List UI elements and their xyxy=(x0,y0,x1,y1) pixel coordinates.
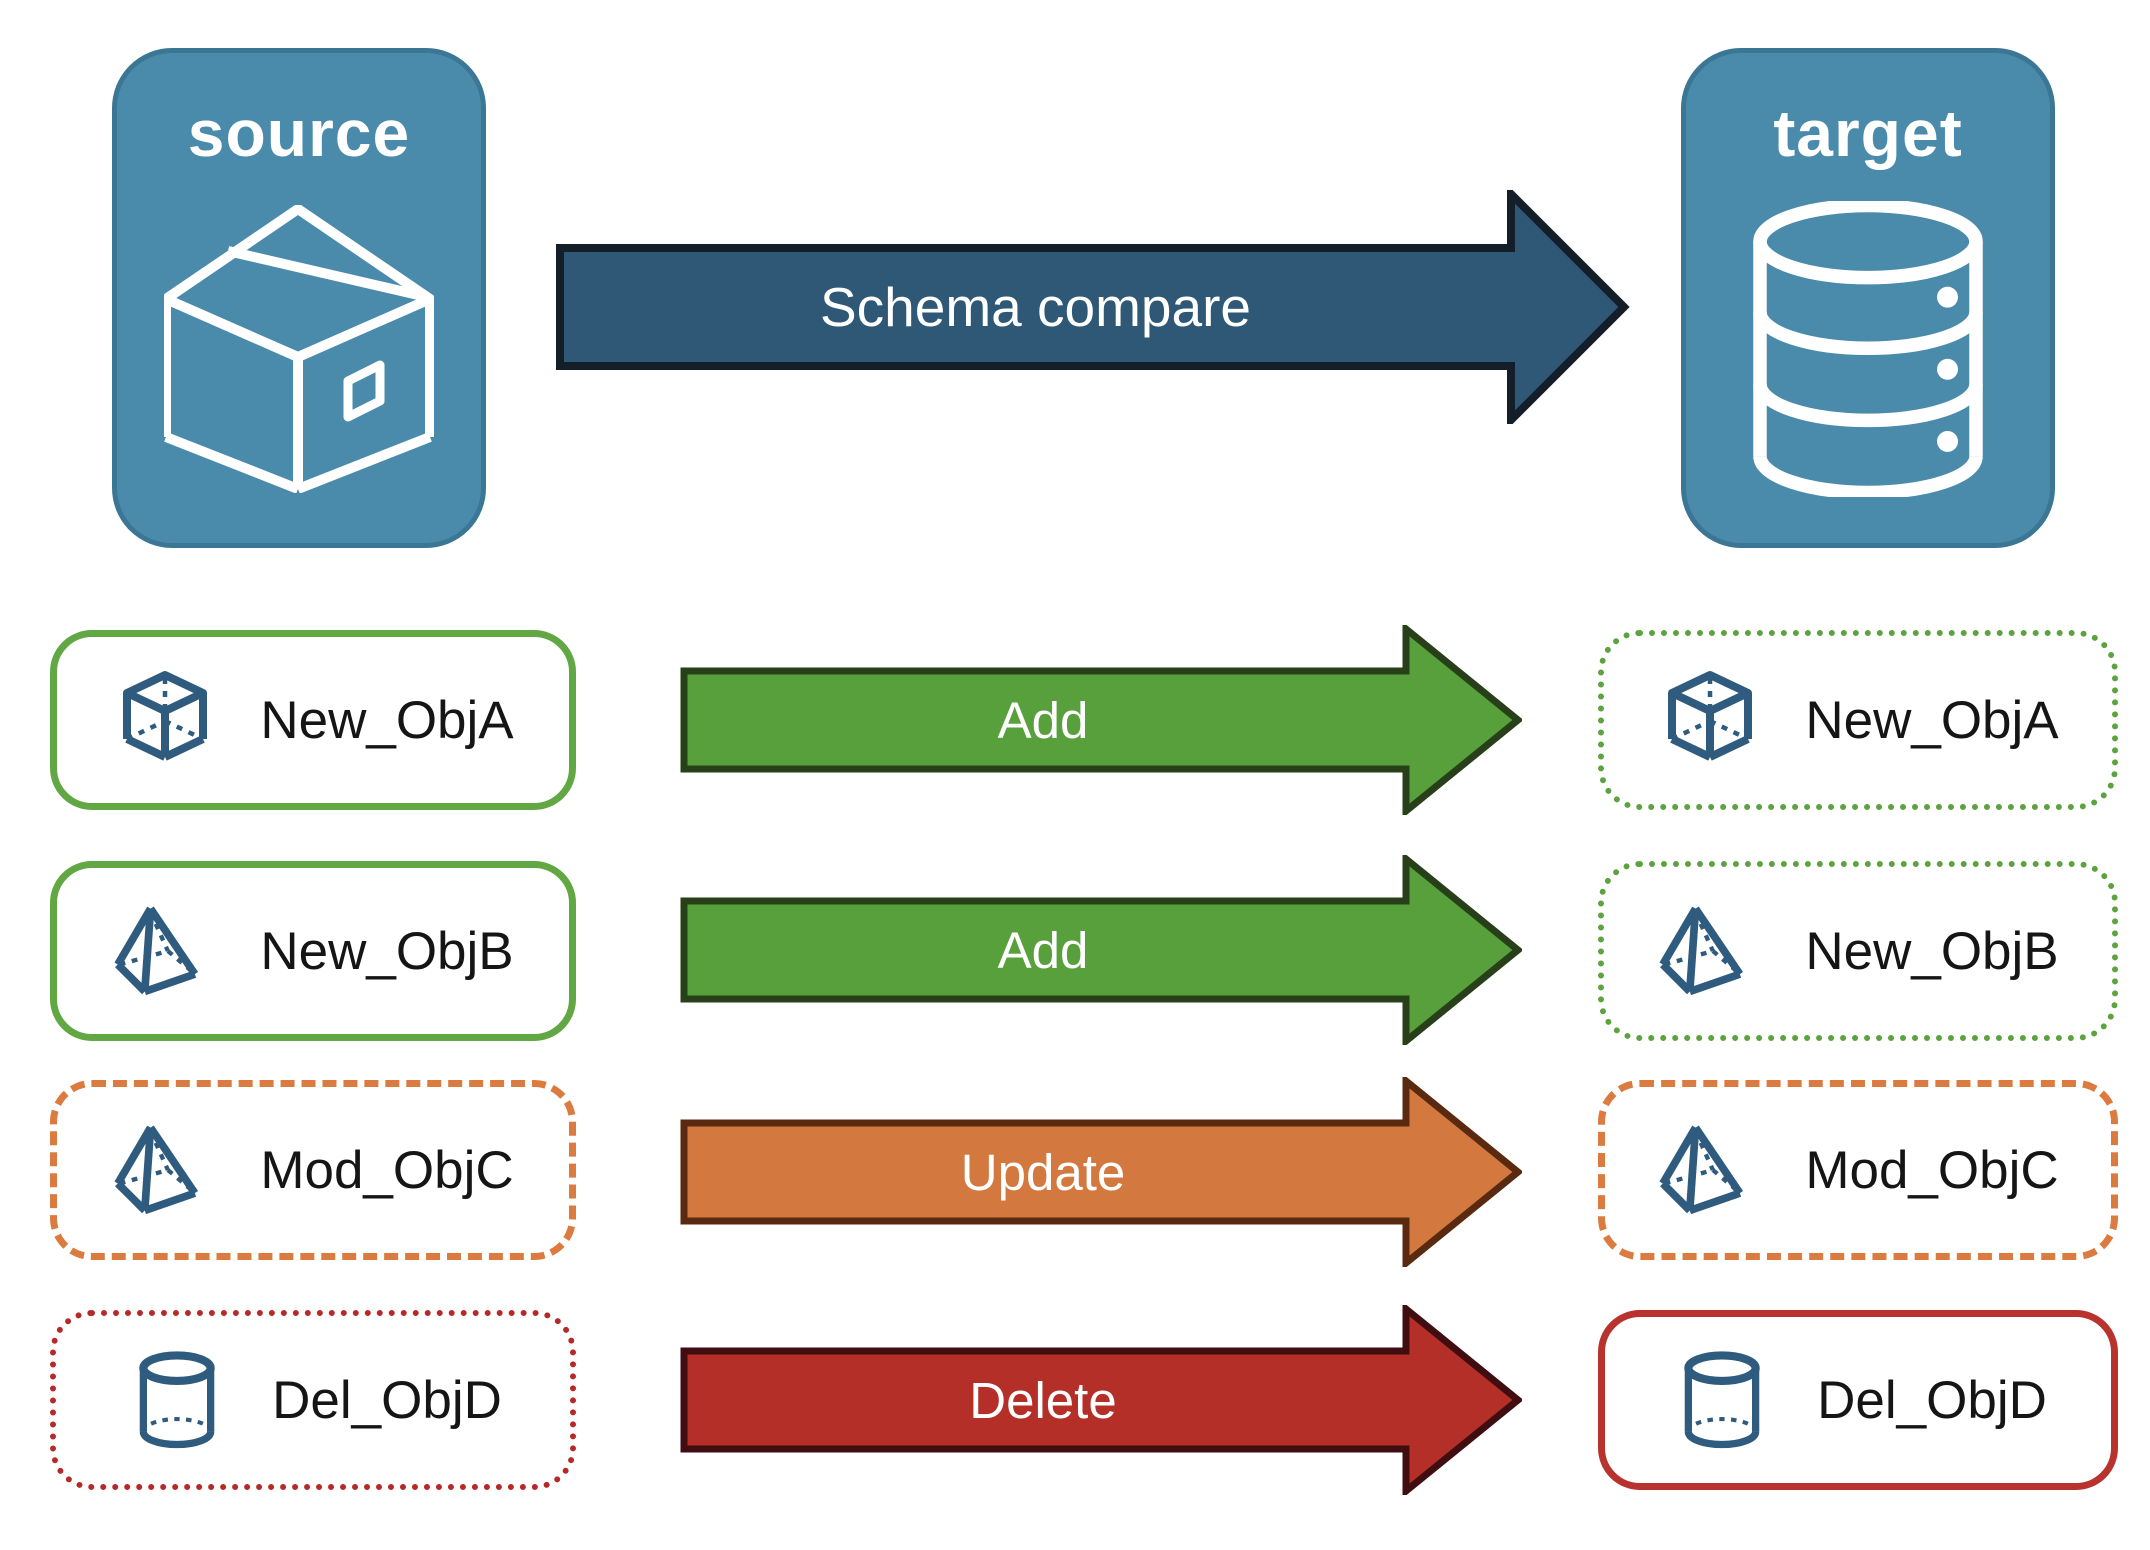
target-object-card-new-obja: New_ObjA xyxy=(1598,630,2118,810)
add-arrow-shape xyxy=(680,855,1522,1045)
source-title: source xyxy=(187,96,411,170)
target-object-card-new-objb: New_ObjB xyxy=(1598,861,2118,1041)
schema-compare-arrow: Schema compare xyxy=(556,190,1631,424)
source-node: source xyxy=(112,48,486,548)
cylinder-icon xyxy=(124,1347,230,1453)
object-label: New_ObjB xyxy=(260,921,514,981)
package-icon xyxy=(164,205,434,493)
target-object-card-del-objd: Del_ObjD xyxy=(1598,1310,2118,1490)
object-label: New_ObjA xyxy=(260,690,514,750)
add-arrow-shape xyxy=(680,625,1522,815)
delete-arrow: Delete xyxy=(680,1305,1522,1495)
cube-icon xyxy=(1657,667,1763,773)
object-label: New_ObjB xyxy=(1805,921,2059,981)
source-object-card-del-objd: Del_ObjD xyxy=(50,1310,576,1490)
object-label: Mod_ObjC xyxy=(1805,1140,2059,1200)
add-arrow-label: Add xyxy=(997,921,1089,979)
object-label: Del_ObjD xyxy=(1817,1370,2047,1430)
object-label: Mod_ObjC xyxy=(260,1140,514,1200)
delete-arrow-label: Delete xyxy=(969,1371,1117,1429)
target-node: target xyxy=(1681,48,2055,548)
add-arrow-row1: Add xyxy=(680,625,1522,815)
source-object-card-new-objb: New_ObjB xyxy=(50,861,576,1041)
add-arrow-row2: Add xyxy=(680,855,1522,1045)
cylinder-icon xyxy=(1669,1347,1775,1453)
object-label: New_ObjA xyxy=(1805,690,2059,750)
schema-compare-label: Schema compare xyxy=(819,276,1252,338)
cube-icon xyxy=(112,667,218,773)
delete-arrow-shape xyxy=(680,1305,1522,1495)
update-arrow: Update xyxy=(680,1077,1522,1267)
object-label: Del_ObjD xyxy=(272,1370,502,1430)
add-arrow-label: Add xyxy=(997,691,1089,749)
pyramid-icon xyxy=(1657,898,1763,1004)
pyramid-icon xyxy=(112,898,218,1004)
database-icon xyxy=(1753,201,1983,497)
pyramid-icon xyxy=(112,1117,218,1223)
schema-compare-arrow-shape xyxy=(556,190,1630,424)
target-title: target xyxy=(1773,96,1963,170)
update-arrow-shape xyxy=(680,1077,1522,1267)
pyramid-icon xyxy=(1657,1117,1763,1223)
target-object-card-mod-objc: Mod_ObjC xyxy=(1598,1080,2118,1260)
source-object-card-mod-objc: Mod_ObjC xyxy=(50,1080,576,1260)
source-object-card-new-obja: New_ObjA xyxy=(50,630,576,810)
update-arrow-label: Update xyxy=(960,1143,1126,1201)
